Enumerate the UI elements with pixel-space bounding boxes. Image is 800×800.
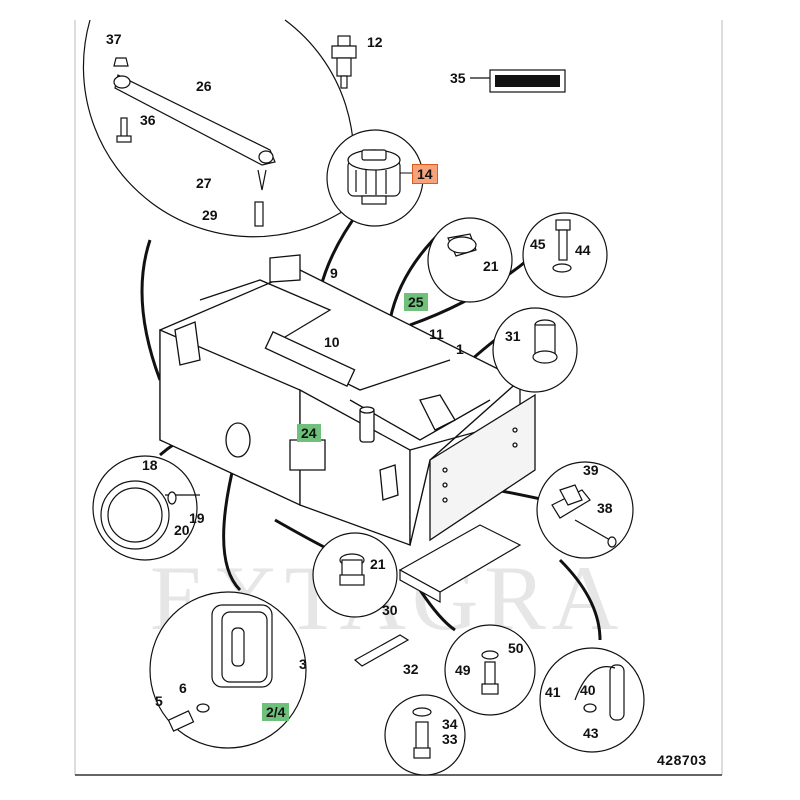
filler-cap <box>347 149 401 205</box>
chassis-frame <box>159 254 536 546</box>
label-27: 27 <box>196 175 212 191</box>
label-14-highlighted[interactable]: 14 <box>412 164 438 184</box>
bushing-detail <box>532 319 558 364</box>
label-26: 26 <box>196 78 212 94</box>
label-30: 30 <box>382 602 398 618</box>
link-arm-detail <box>113 57 276 227</box>
label-12: 12 <box>367 34 383 50</box>
bolt-detail-33 <box>412 707 432 759</box>
label-11: 11 <box>429 326 444 342</box>
label-5: 5 <box>155 693 163 709</box>
drain-plug <box>447 233 477 257</box>
label-19: 19 <box>189 510 205 526</box>
label-34: 34 <box>442 716 458 732</box>
label-49: 49 <box>455 662 471 678</box>
bracket-detail <box>551 484 617 548</box>
label-45: 45 <box>530 236 546 252</box>
label-41: 41 <box>545 684 561 700</box>
label-25-highlighted[interactable]: 25 <box>404 293 428 311</box>
label-36: 36 <box>140 112 156 128</box>
label-33: 33 <box>442 731 458 747</box>
label-3: 3 <box>299 656 307 672</box>
label-39: 39 <box>583 462 599 478</box>
label-1: 1 <box>456 341 464 357</box>
label-2-4-highlighted[interactable]: 2/4 <box>262 703 290 721</box>
label-9: 9 <box>330 265 338 281</box>
label-29: 29 <box>202 207 218 223</box>
pin-detail <box>574 664 625 721</box>
label-31: 31 <box>505 328 521 344</box>
sensor-part <box>331 35 357 89</box>
drawing-number: 428703 <box>657 752 707 768</box>
label-44: 44 <box>575 242 591 258</box>
decal-strip <box>470 69 566 93</box>
label-38: 38 <box>597 500 613 516</box>
label-6: 6 <box>179 680 187 696</box>
cover-plate-detail <box>167 604 273 732</box>
label-35: 35 <box>450 70 466 86</box>
label-43: 43 <box>583 725 599 741</box>
label-32: 32 <box>403 661 419 677</box>
plate-parts <box>353 524 522 667</box>
label-20: 20 <box>174 522 190 538</box>
label-21-upper: 21 <box>483 258 499 274</box>
label-50: 50 <box>508 640 524 656</box>
label-10: 10 <box>324 334 340 350</box>
knob-detail <box>100 480 200 550</box>
label-18: 18 <box>142 457 158 473</box>
bolt-washer-detail <box>552 219 572 273</box>
plug-lower <box>339 553 365 586</box>
label-37: 37 <box>106 31 122 47</box>
label-24-highlighted[interactable]: 24 <box>297 424 321 442</box>
label-40: 40 <box>580 682 596 698</box>
bolt-detail-49 <box>481 650 499 695</box>
label-21-lower: 21 <box>370 556 386 572</box>
